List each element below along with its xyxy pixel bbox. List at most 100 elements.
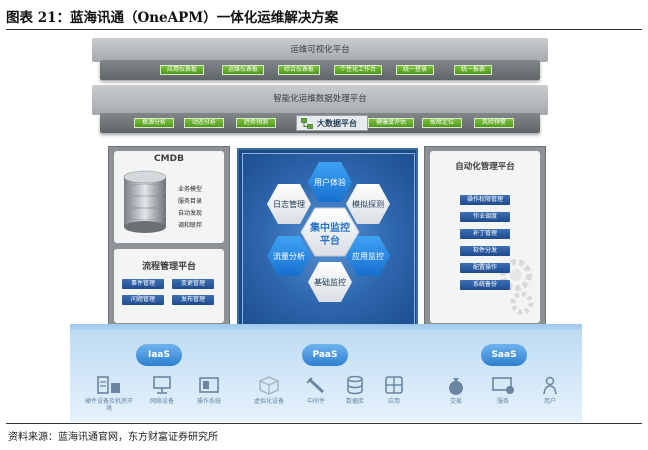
process-release-mgmt: 发布管理 [172, 295, 214, 305]
infra-label-hardware: 硬件设备及机房环境 [84, 398, 133, 412]
infra-application: 应用 [369, 375, 419, 405]
database-icon [347, 375, 363, 395]
hex-label-app-monitoring: 应用监控 [352, 251, 384, 261]
cloud-paas: PaaS [302, 344, 348, 366]
infra-network: 网络设备 [137, 375, 187, 405]
infra-label-database: 数据库 [345, 398, 364, 405]
chip-unified-login: 统一登录 [396, 65, 434, 75]
chip-unified-report: 统一报表 [454, 65, 492, 75]
hex-label-traffic-analysis: 流量分析 [273, 251, 305, 261]
chat-screen-icon [492, 377, 514, 394]
data-platform-title: 智能化运维数据处理平台 [273, 94, 367, 104]
chip-dynamic-analysis: 动态分析 [184, 118, 224, 128]
infra-virtualization: 虚拟化设备 [244, 375, 294, 405]
infra-label-application: 应用 [387, 398, 400, 405]
infra-database: 数据库 [330, 375, 380, 405]
left-panel: CMDB 业务模型 服务目录 自动发现 调和联邦 流程管理平台 事件管理 变更管… [108, 146, 230, 328]
infra-label-user: 用户 [543, 398, 556, 405]
figure-title: 图表 21：蓝海讯通（OneAPM）一体化运维解决方案 [6, 10, 339, 26]
hex-log-management [267, 184, 311, 224]
cloud-band-top [70, 324, 582, 334]
auto-system-backup: 系统备份 [460, 280, 510, 290]
chip-risk-warning: 风险预警 [474, 118, 514, 128]
cmdb-item-service-catalog: 服务目录 [178, 198, 203, 205]
monitor-icon [153, 376, 171, 394]
big-data-icon [301, 118, 313, 129]
auto-job-scheduling: 作业调度 [460, 212, 510, 222]
infra-user: 用户 [525, 375, 575, 405]
cmdb-card: CMDB 业务模型 服务目录 自动发现 调和联邦 [114, 151, 224, 243]
hex-center-label-line2: 平台 [320, 234, 340, 247]
visual-platform-shelf: 运维可视化平台 [92, 38, 548, 62]
hex-label-simulated-probe: 模拟探测 [352, 199, 384, 209]
user-icon [543, 376, 557, 395]
infra-label-os: 操作系统 [196, 398, 221, 405]
automation-title: 自动化管理平台 [455, 162, 515, 172]
chip-health-assessment: 健康度评估 [368, 118, 414, 128]
hex-base-monitoring [308, 262, 352, 302]
hex-center-label-line1: 集中监控 [309, 221, 350, 234]
process-problem-mgmt: 问题管理 [122, 295, 164, 305]
infra-hardware: 硬件设备及机房环境 [84, 375, 134, 412]
cloud-saas: SaaS [481, 344, 527, 366]
auto-permission-mgmt: 操作权限管理 [460, 195, 510, 205]
auto-patch-mgmt: 补丁管理 [460, 229, 510, 239]
chip-integrated-dashboard: 综合仪表板 [278, 65, 320, 75]
chip-root-cause: 根源分析 [134, 118, 174, 128]
infra-middleware: 中间件 [291, 375, 341, 405]
big-data-platform-badge: 大数据平台 [296, 115, 368, 131]
gear-icon [500, 259, 534, 315]
cmdb-item-auto-discovery: 自动发现 [178, 210, 203, 217]
infra-label-network: 网络设备 [149, 398, 174, 405]
money-bag-icon [449, 378, 463, 395]
infra-label-transaction: 交易 [449, 398, 462, 405]
process-event-mgmt: 事件管理 [122, 279, 164, 289]
cube-icon [259, 376, 279, 395]
cmdb-item-federation: 调和联邦 [178, 222, 203, 229]
database-stack-icon [123, 170, 167, 233]
process-card: 流程管理平台 事件管理 变更管理 问题管理 发布管理 [114, 249, 224, 323]
hex-label-base-monitoring: 基础监控 [314, 277, 346, 287]
big-data-platform-label: 大数据平台 [317, 119, 357, 128]
visual-platform-title: 运维可视化平台 [290, 45, 350, 55]
chip-ops-dashboard: 运维仪表板 [222, 65, 264, 75]
infra-label-middleware: 中间件 [306, 398, 325, 405]
hex-app-monitoring [346, 236, 390, 276]
chip-fault-location: 故障定位 [422, 118, 462, 128]
monitoring-panel-inner: 用户体验 模拟探测 应用监控 基础监控 流量分析 日志管理 集中监控 平台 [242, 153, 415, 325]
cloud-iaas: IaaS [136, 344, 182, 366]
bottom-rule [6, 423, 642, 424]
monitoring-panel: 用户体验 模拟探测 应用监控 基础监控 流量分析 日志管理 集中监控 平台 [237, 148, 418, 328]
infra-label-service: 服务 [496, 398, 509, 405]
chip-app-dashboard: 应用仪表板 [160, 65, 204, 75]
chip-trend-forecast: 趋势预测 [236, 118, 276, 128]
top-rule [6, 29, 642, 30]
source-note: 资料来源：蓝海讯通官网，东方财富证券研究所 [8, 432, 218, 443]
os-window-icon [199, 377, 219, 393]
infra-service: 服务 [478, 375, 528, 405]
auto-software-distribution: 软件分发 [460, 246, 510, 256]
hex-traffic-analysis [267, 236, 311, 276]
hex-label-user-experience: 用户体验 [314, 177, 346, 187]
infra-label-virtualization: 虚拟化设备 [253, 398, 284, 405]
cmdb-item-business-model: 业务模型 [178, 186, 203, 193]
hex-central-monitoring [300, 207, 360, 257]
infra-os: 操作系统 [184, 375, 234, 405]
right-panel: 自动化管理平台 操作权限管理 作业调度 补丁管理 软件分发 配置操作 系统备份 [424, 146, 546, 328]
data-platform-shelf: 智能化运维数据处理平台 [92, 85, 548, 115]
grid-icon [385, 376, 403, 394]
infra-transaction: 交易 [431, 375, 481, 405]
hex-label-log-management: 日志管理 [273, 199, 305, 209]
auto-config-operation: 配置操作 [460, 263, 510, 273]
process-change-mgmt: 变更管理 [172, 279, 214, 289]
process-platform-title: 流程管理平台 [141, 262, 196, 272]
monitoring-hex-diagram: 用户体验 模拟探测 应用监控 基础监控 流量分析 日志管理 集中监控 平台 [267, 162, 390, 302]
hex-simulated-probe [346, 184, 390, 224]
hex-user-experience [308, 162, 352, 202]
plug-icon [306, 377, 325, 394]
server-rack-icon [97, 376, 120, 394]
automation-card: 自动化管理平台 操作权限管理 作业调度 补丁管理 软件分发 配置操作 系统备份 [430, 151, 540, 323]
visual-platform-bar: 应用仪表板 运维仪表板 综合仪表板 个性化工作台 统一登录 统一报表 [100, 60, 540, 80]
chip-personal-workbench: 个性化工作台 [334, 65, 382, 75]
cmdb-title: CMDB [154, 154, 184, 164]
